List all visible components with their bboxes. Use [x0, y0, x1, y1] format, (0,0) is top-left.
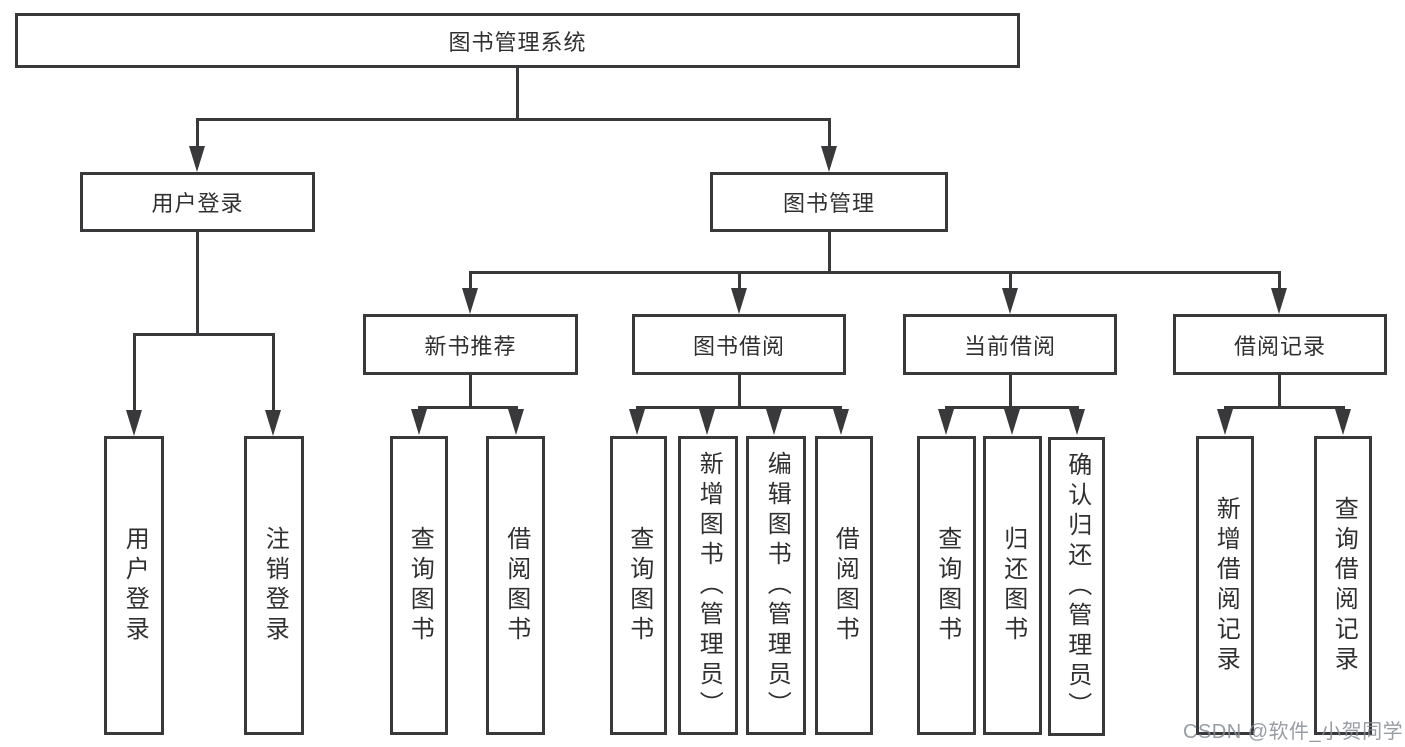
- node-label: 编辑图书（管理员）: [763, 450, 791, 721]
- connector-line: [1009, 375, 1012, 409]
- arrow-down-icon: [508, 409, 524, 435]
- node-edit-books-admin: 编辑图书（管理员）: [746, 436, 806, 735]
- arrow-down-icon: [821, 146, 837, 172]
- node-logout: 注销登录: [244, 436, 304, 735]
- node-borrow-books: 借阅图书: [815, 436, 873, 735]
- node-query-borrow-record: 查询借阅记录: [1314, 436, 1372, 735]
- node-add-borrow-record: 新增借阅记录: [1196, 436, 1254, 735]
- node-user-login: 用户登录: [80, 172, 315, 232]
- node-user-login-leaf: 用户登录: [104, 436, 164, 735]
- arrow-down-icon: [126, 410, 142, 436]
- connector-line: [828, 118, 831, 148]
- connector-line: [636, 406, 842, 409]
- node-label: 注销登录: [261, 525, 289, 646]
- node-query-books-recommend: 查询图书: [390, 436, 448, 735]
- connector-line: [418, 406, 518, 409]
- node-add-books-admin: 新增图书（管理员）: [678, 436, 738, 735]
- connector-line: [1224, 406, 1345, 409]
- node-label: 当前借阅: [963, 333, 1056, 359]
- connector-line: [945, 406, 1079, 409]
- node-book-management: 图书管理: [710, 172, 948, 232]
- node-label: 用户登录: [151, 191, 244, 216]
- node-label: 借阅图书: [502, 525, 530, 646]
- connector-line: [828, 232, 831, 273]
- connector-line: [516, 68, 519, 120]
- arrow-down-icon: [1069, 409, 1085, 435]
- arrow-down-icon: [189, 146, 205, 172]
- arrow-down-icon: [699, 409, 715, 435]
- node-borrowing-records: 借阅记录: [1173, 314, 1387, 375]
- watermark-text: CSDN @软件_小贺同学: [1183, 721, 1404, 743]
- arrow-down-icon: [766, 409, 782, 435]
- node-query-books-current: 查询图书: [917, 436, 976, 735]
- arrow-down-icon: [411, 409, 427, 435]
- node-return-books: 归还图书: [983, 436, 1042, 735]
- connector-line: [469, 375, 472, 409]
- node-label: 查询借阅记录: [1330, 495, 1358, 676]
- node-query-books-borrowing: 查询图书: [610, 436, 667, 735]
- connector-line: [738, 375, 741, 409]
- node-label: 新书推荐: [424, 333, 517, 359]
- connector-line: [1278, 271, 1281, 290]
- node-label: 借阅图书: [831, 525, 859, 646]
- node-label: 用户登录: [121, 525, 149, 646]
- connector-line: [1278, 375, 1281, 409]
- arrow-down-icon: [1271, 288, 1287, 314]
- arrow-down-icon: [731, 288, 747, 314]
- arrow-down-icon: [1217, 409, 1233, 435]
- connector-line: [272, 333, 275, 412]
- arrow-down-icon: [833, 409, 849, 435]
- connector-line: [738, 271, 741, 290]
- node-book-borrowing: 图书借阅: [632, 314, 846, 375]
- connector-line: [133, 333, 275, 336]
- connector-line: [469, 271, 472, 290]
- node-library-management-system: 图书管理系统: [15, 13, 1020, 68]
- connector-line: [133, 333, 136, 412]
- node-borrow-books-recommend: 借阅图书: [486, 436, 545, 735]
- node-label: 借阅记录: [1233, 333, 1326, 359]
- node-label: 查询图书: [933, 525, 961, 646]
- arrow-down-icon: [1335, 409, 1351, 435]
- arrow-down-icon: [629, 409, 645, 435]
- connector-line: [196, 232, 199, 336]
- node-label: 新增图书（管理员）: [695, 450, 723, 721]
- node-label: 查询图书: [406, 525, 434, 646]
- arrow-down-icon: [1002, 288, 1018, 314]
- node-current-borrowing: 当前借阅: [903, 314, 1117, 375]
- node-confirm-return-admin: 确认归还（管理员）: [1048, 437, 1105, 736]
- connector-line: [196, 118, 199, 148]
- node-label: 新增借阅记录: [1212, 495, 1240, 676]
- arrow-down-icon: [1004, 409, 1020, 435]
- node-new-book-recommend: 新书推荐: [363, 314, 578, 375]
- node-label: 查询图书: [625, 525, 653, 646]
- connector-line: [1009, 271, 1012, 290]
- connector-line: [469, 271, 1281, 274]
- connector-line: [196, 118, 831, 121]
- node-label: 归还图书: [999, 525, 1027, 646]
- arrow-down-icon: [938, 409, 954, 435]
- arrow-down-icon: [462, 288, 478, 314]
- node-label: 确认归还（管理员）: [1063, 451, 1091, 722]
- node-label: 图书管理: [782, 191, 875, 216]
- arrow-down-icon: [265, 410, 281, 436]
- node-label: 图书管理系统: [448, 29, 587, 55]
- node-label: 图书借阅: [692, 333, 785, 359]
